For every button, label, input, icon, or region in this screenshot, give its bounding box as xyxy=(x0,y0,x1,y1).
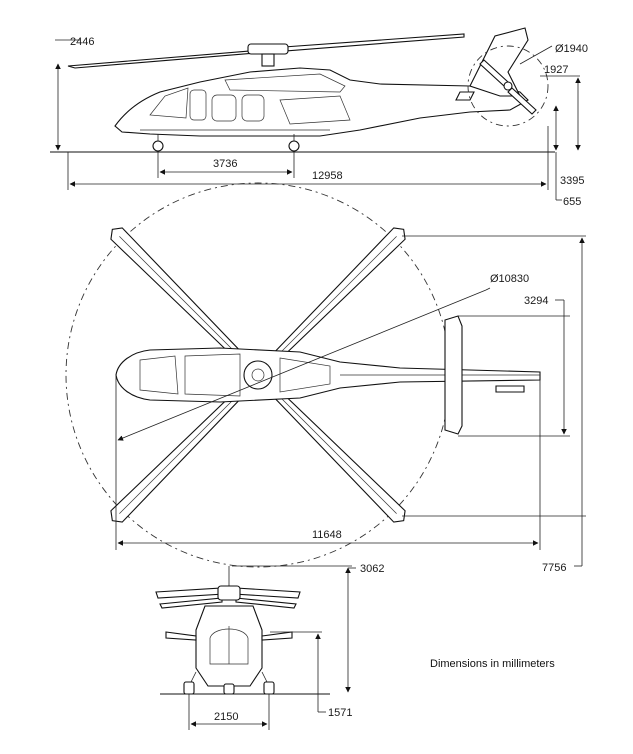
top-view: Ø10830 3294 11648 7756 xyxy=(65,182,586,574)
side-view: 2446 Ø1940 1927 3736 12958 3395 655 xyxy=(50,27,588,208)
dim-line-rotor-diameter xyxy=(117,289,487,441)
front-wheel-left xyxy=(183,681,195,695)
main-rotor-blade-left xyxy=(67,49,269,69)
front-rotor-hub xyxy=(217,585,241,601)
cockpit-top xyxy=(139,355,179,395)
front-rotor-blade-left xyxy=(155,587,225,599)
dim-main-rotor-diameter: Ø10830 xyxy=(490,273,529,285)
front-view: 3062 1571 2150 xyxy=(155,563,384,730)
dim-front-body-height: 1571 xyxy=(328,707,352,719)
dim-side-height: 2446 xyxy=(70,36,94,48)
front-wheel-right xyxy=(263,681,275,695)
cabin-window-2 xyxy=(241,94,265,122)
front-rotor-blade-right xyxy=(233,587,301,599)
blade-spar-se xyxy=(271,388,397,514)
dim-wheel-base: 3736 xyxy=(213,158,237,170)
front-stabilizer-right xyxy=(261,631,293,641)
main-rotor-blade-right xyxy=(269,33,465,53)
front-windshield xyxy=(209,628,249,665)
tail-rotor-blade-2 xyxy=(507,87,537,115)
side-panel xyxy=(279,95,351,125)
front-rotor-blade-right-2 xyxy=(235,597,297,609)
cabin-window-1 xyxy=(211,94,237,122)
units-note: Dimensions in millimeters xyxy=(430,658,555,670)
blade-spar-sw xyxy=(119,388,245,514)
dim-leader-tail-rotor-dia xyxy=(519,45,553,65)
main-wheel xyxy=(288,140,300,152)
fuselage xyxy=(114,67,529,137)
dim-rotor-span: 7756 xyxy=(542,562,566,574)
tail-rotor-hub xyxy=(503,81,513,91)
dim-tail-height: 3395 xyxy=(560,175,584,187)
stabilizer-top xyxy=(444,315,463,435)
dim-front-height: 3062 xyxy=(360,563,384,575)
rotor-hub xyxy=(247,43,289,55)
tail-fin xyxy=(469,27,529,97)
engine-deck-top xyxy=(279,357,331,393)
front-wheel-nose xyxy=(223,683,235,695)
fuselage-top xyxy=(115,347,541,403)
dim-tail-rotor-height: 1927 xyxy=(544,64,568,76)
blade-spar-nw xyxy=(119,236,245,362)
dim-wheel-track: 2150 xyxy=(214,711,238,723)
tail-rotor-top xyxy=(495,385,525,393)
rotor-mast xyxy=(261,53,275,67)
blade-spar-ne xyxy=(271,236,397,362)
dim-tail-rotor-diameter: Ø1940 xyxy=(555,43,588,55)
front-stabilizer-left xyxy=(165,631,197,641)
dim-overall-length: 12958 xyxy=(312,170,343,182)
rotor-hub-top xyxy=(243,360,273,390)
nose-wheel xyxy=(152,140,164,152)
cabin-top xyxy=(184,353,241,397)
rotor-hub-center xyxy=(251,368,265,382)
door-window xyxy=(189,89,207,121)
tail-rotor-disc xyxy=(467,45,549,127)
engine-cowling xyxy=(224,73,346,93)
dim-fuselage-length: 11648 xyxy=(312,529,342,541)
dim-leader-rotor-diameter xyxy=(485,287,491,291)
dim-stabilizer-span: 3294 xyxy=(524,295,548,307)
cockpit-window xyxy=(149,87,189,119)
dim-ground-clearance: 655 xyxy=(563,196,581,208)
front-rotor-blade-left-2 xyxy=(159,597,223,609)
